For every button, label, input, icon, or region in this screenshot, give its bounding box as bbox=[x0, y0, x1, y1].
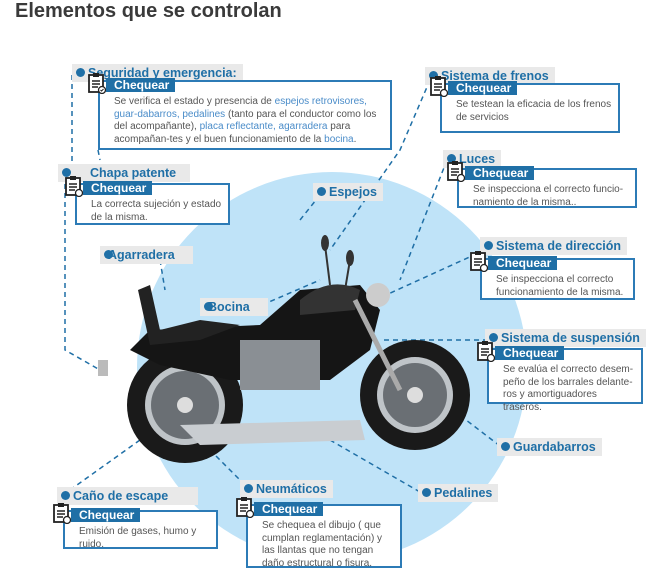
page-title: Elementos que se controlan bbox=[15, 0, 282, 22]
label-text: Pedalines bbox=[434, 486, 493, 500]
label-text: Chapa patente bbox=[90, 166, 177, 180]
clipboard-check-icon bbox=[447, 161, 465, 182]
label-escape: Caño de escape bbox=[57, 487, 199, 505]
check-badge: Chequear bbox=[488, 256, 558, 270]
label-guardabarros: Guardabarros bbox=[497, 438, 602, 456]
clipboard-check-icon bbox=[470, 251, 488, 272]
label-frenos: Sistema de frenos bbox=[425, 67, 555, 85]
box-direccion: Chequear Se inspecciona el correcto func… bbox=[470, 251, 635, 300]
box-suspension: Chequear Se evalúa el correcto desem-peñ… bbox=[477, 341, 643, 413]
box-luces: Chequear Se inspecciona el correcto func… bbox=[447, 161, 637, 208]
check-badge: Chequear bbox=[495, 346, 565, 360]
text-segment: . bbox=[353, 133, 357, 145]
label-chapa: Chapa patente bbox=[58, 164, 190, 182]
box-neumaticos: Chequear Se chequea el dibujo ( que cump… bbox=[236, 497, 402, 569]
box-escape: Chequear Emisión de gases, humo y ruido. bbox=[53, 503, 218, 550]
description-text: Se inspecciona el correcto funcio-namien… bbox=[473, 184, 624, 208]
label-seguridad: Seguridad y emergencia: bbox=[72, 64, 243, 82]
clipboard-check-icon bbox=[430, 76, 448, 97]
highlighted-term: bocina bbox=[324, 133, 354, 145]
highlighted-term: espejos retrovisores, guar-dabarros, ped… bbox=[114, 96, 367, 120]
label-text: Luces bbox=[459, 152, 496, 166]
label-bocina: Bocina bbox=[200, 298, 268, 316]
check-badge: Chequear bbox=[106, 78, 176, 92]
label-neumaticos: Neumáticos bbox=[240, 480, 333, 498]
highlighted-term: placa reflectante, agarradera bbox=[199, 121, 328, 132]
label-text: Neumáticos bbox=[256, 482, 327, 496]
description-text: La correcta sujeción y estado de la mism… bbox=[91, 199, 222, 223]
label-espejos: Espejos bbox=[313, 183, 383, 201]
description-text: Se inspecciona el correcto funcionamient… bbox=[496, 274, 624, 298]
check-badge: Chequear bbox=[465, 166, 535, 180]
label-text: Caño de escape bbox=[73, 489, 169, 503]
clipboard-check-icon bbox=[65, 176, 83, 197]
text-segment: para acompañan-tes y el buen funcionamie… bbox=[114, 121, 351, 145]
label-suspension: Sistema de suspensión bbox=[485, 329, 646, 347]
label-text: Seguridad y emergencia: bbox=[88, 66, 237, 80]
description-text: Se chequea el dibujo ( que cumplan regla… bbox=[262, 520, 383, 569]
check-badge: Chequear bbox=[71, 508, 141, 522]
label-pedalines: Pedalines bbox=[418, 484, 499, 502]
clipboard-check-icon bbox=[236, 497, 254, 518]
connector-lines bbox=[64, 75, 501, 493]
label-direccion: Sistema de dirección bbox=[480, 237, 628, 255]
description-text: Se verifica el estado y presencia de esp… bbox=[114, 96, 376, 145]
text-segment: Se verifica el estado y presencia de bbox=[114, 96, 275, 107]
clipboard-check-icon bbox=[88, 73, 106, 94]
text-segment: (tanto para el conductor como los del ac… bbox=[114, 108, 377, 133]
label-text: Sistema de dirección bbox=[496, 239, 622, 253]
label-text: Sistema de suspensión bbox=[501, 331, 640, 345]
box-chapa: Chequear La correcta sujeción y estado d… bbox=[65, 176, 230, 225]
label-text: Espejos bbox=[329, 185, 377, 199]
clipboard-check-icon bbox=[477, 341, 495, 362]
box-seguridad: Chequear Se verifica el estado y presenc… bbox=[88, 73, 392, 150]
description-text: Se testean la eficacia de los frenos de … bbox=[456, 99, 612, 123]
motorcycle bbox=[98, 235, 470, 463]
check-badge: Chequear bbox=[83, 181, 153, 195]
label-text: Guardabarros bbox=[513, 440, 596, 454]
description-text: Se evalúa el correcto desem-peño de los … bbox=[503, 364, 634, 413]
check-badge: Chequear bbox=[254, 502, 324, 516]
label-agarradera: Agarradera bbox=[100, 246, 193, 264]
label-text: Bocina bbox=[208, 300, 250, 314]
clipboard-check-icon bbox=[53, 503, 71, 524]
check-badge: Chequear bbox=[448, 81, 518, 95]
description-text: Emisión de gases, humo y ruido. bbox=[79, 526, 197, 550]
label-text: Sistema de frenos bbox=[441, 69, 549, 83]
label-text: Agarradera bbox=[108, 248, 175, 262]
box-frenos: Chequear Se testean la eficacia de los f… bbox=[430, 76, 620, 133]
